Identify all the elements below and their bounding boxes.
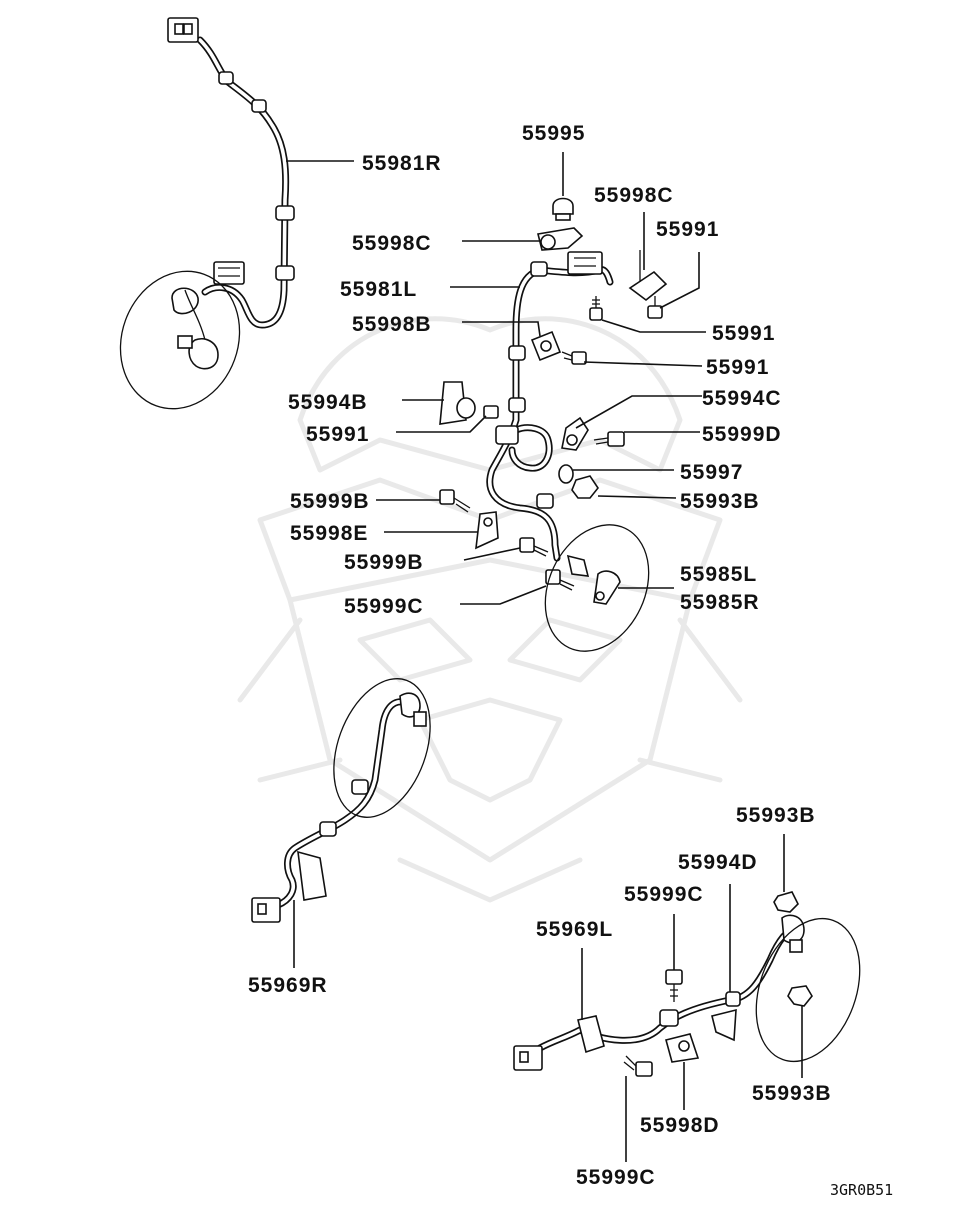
bolt-55999C-c [623,1055,653,1077]
label-55998C-right: 55998C [594,184,674,207]
label-55999C-mid: 55999C [344,595,424,618]
label-55969R: 55969R [248,974,328,997]
clamp-55998D [665,1033,700,1063]
label-55998C-left: 55998C [352,232,432,255]
label-55995: 55995 [522,122,585,145]
nut-55993B-c [787,985,813,1007]
label-55993B-bottom: 55993B [752,1082,832,1105]
bracket-55998E [475,511,499,550]
label-55985L: 55985L [680,563,757,586]
label-55993B-mid: 55993B [680,490,760,513]
label-55994C: 55994C [702,387,782,410]
label-55991-left: 55991 [306,423,369,446]
label-55999D: 55999D [702,423,782,446]
label-55999B-top: 55999B [290,490,370,513]
bolt-55999D [593,431,625,447]
nut-55993B-a [571,475,599,499]
nut-55993B-b [773,891,799,913]
harness-55969L [513,914,805,1071]
bracket-55994B [439,381,476,425]
leader-lines [286,152,803,1162]
label-55998D: 55998D [640,1114,720,1137]
detail-ellipse-55985 [544,524,650,652]
samurai-watermark-icon [237,316,743,903]
bracket-55994D [711,1008,737,1042]
bolt-55991-d [483,405,499,419]
label-55985R: 55985R [680,591,760,614]
label-55997: 55997 [680,461,743,484]
bracket-55998C-right [628,250,668,302]
sensor-55985 [566,554,621,605]
label-55981R: 55981R [362,152,442,175]
harness-55981L [486,251,614,562]
label-55999C-bottom: 55999C [576,1166,656,1189]
bracket-55994C [561,416,589,451]
bolt-55991-a [647,296,663,319]
clip-55997 [558,464,574,484]
label-55993B-top: 55993B [736,804,816,827]
bolt-55991-b [589,296,603,321]
diagram-code: 3GR0B51 [830,1181,893,1199]
label-55999C-right: 55999C [624,883,704,906]
label-55991-top: 55991 [656,218,719,241]
grommet-55995 [552,197,574,221]
bolt-55999B-a [439,489,471,513]
label-55991-mid: 55991 [706,356,769,379]
harness-55969R [251,692,427,923]
label-55999B-mid: 55999B [344,551,424,574]
detail-ellipse-55969R [333,678,431,818]
label-55981L: 55981L [340,278,417,301]
label-55991-right: 55991 [712,322,775,345]
bolt-55991-c [561,351,587,365]
label-55994B: 55994B [288,391,368,414]
label-55994D: 55994D [678,851,758,874]
clamp-55998C-left [537,227,584,251]
detail-ellipse-55981R [119,270,241,410]
clamp-55998B [530,330,562,362]
part-labels: 55995 55981R 55998C 55991 55998C 55981L … [248,122,893,1199]
harness-55981R [167,17,295,370]
label-55998E: 55998E [290,522,368,545]
label-55998B: 55998B [352,313,432,336]
detail-ellipse-55969L [755,917,861,1063]
bolt-55999B-b [519,537,549,557]
bolt-55999C-a [545,569,575,591]
label-55969L: 55969L [536,918,613,941]
bolt-55999C-b [665,969,683,1002]
